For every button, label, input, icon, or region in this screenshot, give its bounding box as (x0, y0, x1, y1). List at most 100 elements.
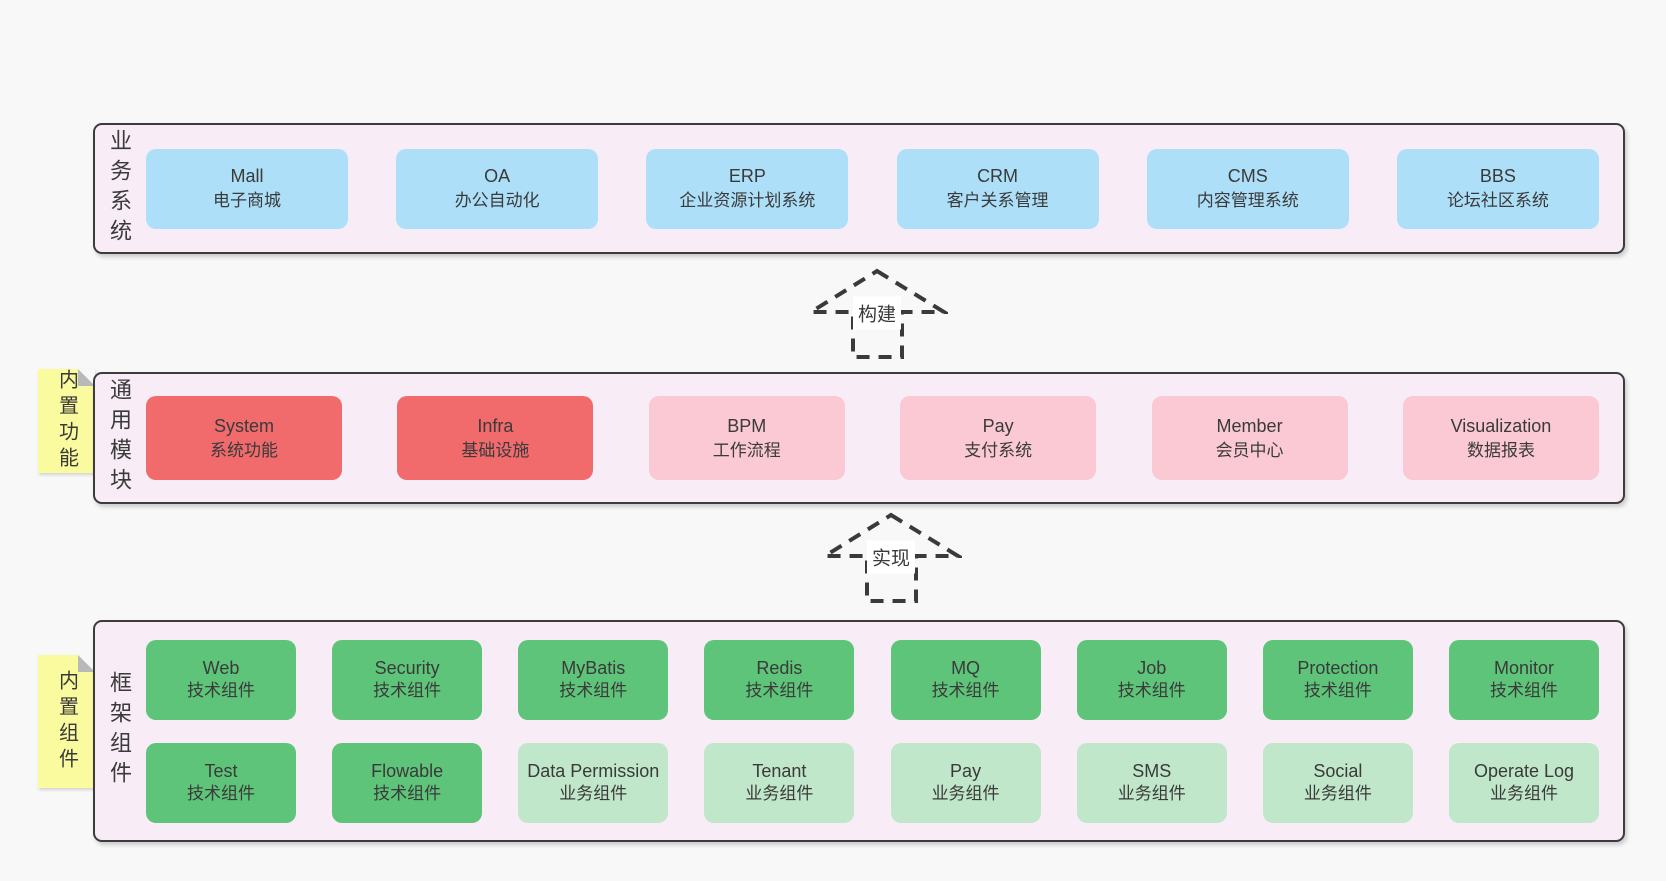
diagram-box-erp: ERP 企业资源计划系统 (646, 148, 849, 229)
arrow-build: 构建 (806, 266, 948, 361)
box-subtitle: 电子商城 (213, 191, 281, 211)
diagram-box-member: Member 会员中心 (1151, 396, 1348, 480)
box-title: Member (1216, 415, 1283, 436)
box-subtitle: 论坛社区系统 (1446, 191, 1549, 211)
arrow-implement-label: 实现 (866, 540, 916, 574)
box-title: CMS (1227, 166, 1268, 187)
sticky-note-builtin-features: 内置功能 (38, 369, 95, 473)
box-subtitle: 系统功能 (210, 440, 278, 460)
diagram-box-crm: CRM 客户关系管理 (896, 148, 1099, 229)
arrow-implement: 实现 (820, 510, 962, 605)
box-subtitle: 业务组件 (1117, 784, 1186, 804)
box-subtitle: 技术组件 (745, 681, 814, 701)
box-title: Security (374, 658, 440, 679)
box-subtitle: 业务组件 (559, 784, 628, 804)
diagram-box-mall: Mall 电子商城 (146, 148, 348, 229)
box-title: Data Permission (527, 761, 660, 782)
box-subtitle: 数据报表 (1466, 440, 1535, 460)
section-business-systems: 业务系统 Mall 电子商城 OA 办公自动化 ERP 企业资源计划系统 CRM 客户关系管理… (93, 123, 1625, 254)
box-title: CRM (977, 166, 1019, 187)
arrow-build-label: 构建 (852, 296, 902, 330)
box-subtitle: 业务组件 (1303, 784, 1372, 804)
box-title: Redis (756, 658, 803, 679)
box-title: Monitor (1493, 658, 1554, 679)
box-subtitle: 业务组件 (745, 784, 814, 804)
box-subtitle: 业务组件 (1489, 784, 1558, 804)
box-subtitle: 技术组件 (1489, 681, 1558, 701)
box-title: Web (202, 658, 240, 679)
box-subtitle: 会员中心 (1215, 440, 1284, 460)
up-arrow-icon (806, 268, 948, 359)
box-subtitle: 客户关系管理 (946, 191, 1049, 211)
box-title: MQ (951, 658, 981, 679)
box-subtitle: 业务组件 (931, 784, 1000, 804)
sticky-note-builtin-components: 内置组件 (38, 655, 95, 788)
section-label-modules: 通用模块 (107, 378, 132, 498)
box-title: Social (1313, 761, 1363, 782)
box-title: MyBatis (561, 658, 626, 679)
section-label-business: 业务系统 (107, 128, 132, 249)
box-subtitle: 技术组件 (1117, 681, 1186, 701)
box-subtitle: 技术组件 (187, 681, 255, 701)
box-title: Job (1137, 658, 1167, 679)
box-subtitle: 技术组件 (559, 681, 628, 701)
section-label-components: 框架组件 (107, 671, 132, 791)
diagram-box-oa: OA 办公自动化 (396, 148, 599, 229)
box-subtitle: 企业资源计划系统 (679, 191, 816, 211)
box-subtitle: 技术组件 (931, 681, 1000, 701)
box-subtitle: 技术组件 (187, 784, 255, 804)
box-title: BPM (727, 415, 767, 436)
diagram-box-cms: CMS 内容管理系统 (1146, 148, 1349, 229)
box-subtitle: 技术组件 (373, 681, 442, 701)
box-title: Protection (1297, 658, 1379, 679)
business-boxes: Mall 电子商城 OA 办公自动化 ERP 企业资源计划系统 CRM 客户关系管理 CMS 内容… (130, 148, 1623, 229)
diagram-box-bpm: BPM 工作流程 (648, 396, 845, 480)
box-subtitle: 技术组件 (1303, 681, 1372, 701)
sticky-note-text: 内置功能 (55, 369, 78, 473)
diagram-box-visualization: Visualization 数据报表 (1402, 396, 1599, 480)
box-title: Infra (477, 415, 514, 436)
box-title: ERP (728, 166, 766, 187)
box-title: Visualization (1450, 415, 1552, 436)
box-title: Tenant (752, 761, 807, 782)
box-title: Flowable (371, 761, 444, 782)
up-arrow-icon (820, 512, 962, 603)
box-title: OA (484, 166, 511, 187)
box-subtitle: 工作流程 (712, 440, 781, 460)
box-subtitle: 办公自动化 (454, 191, 540, 211)
box-title: Test (204, 761, 238, 782)
box-subtitle: 基础设施 (461, 440, 530, 460)
box-subtitle: 技术组件 (373, 784, 442, 804)
sticky-note-text: 内置组件 (55, 669, 78, 774)
box-title: Mall (230, 166, 264, 187)
box-title: Pay (982, 415, 1014, 436)
box-title: Operate Log (1473, 761, 1575, 782)
box-subtitle: 内容管理系统 (1196, 191, 1299, 211)
diagram-box-infra: Infra 基础设施 (397, 396, 594, 480)
